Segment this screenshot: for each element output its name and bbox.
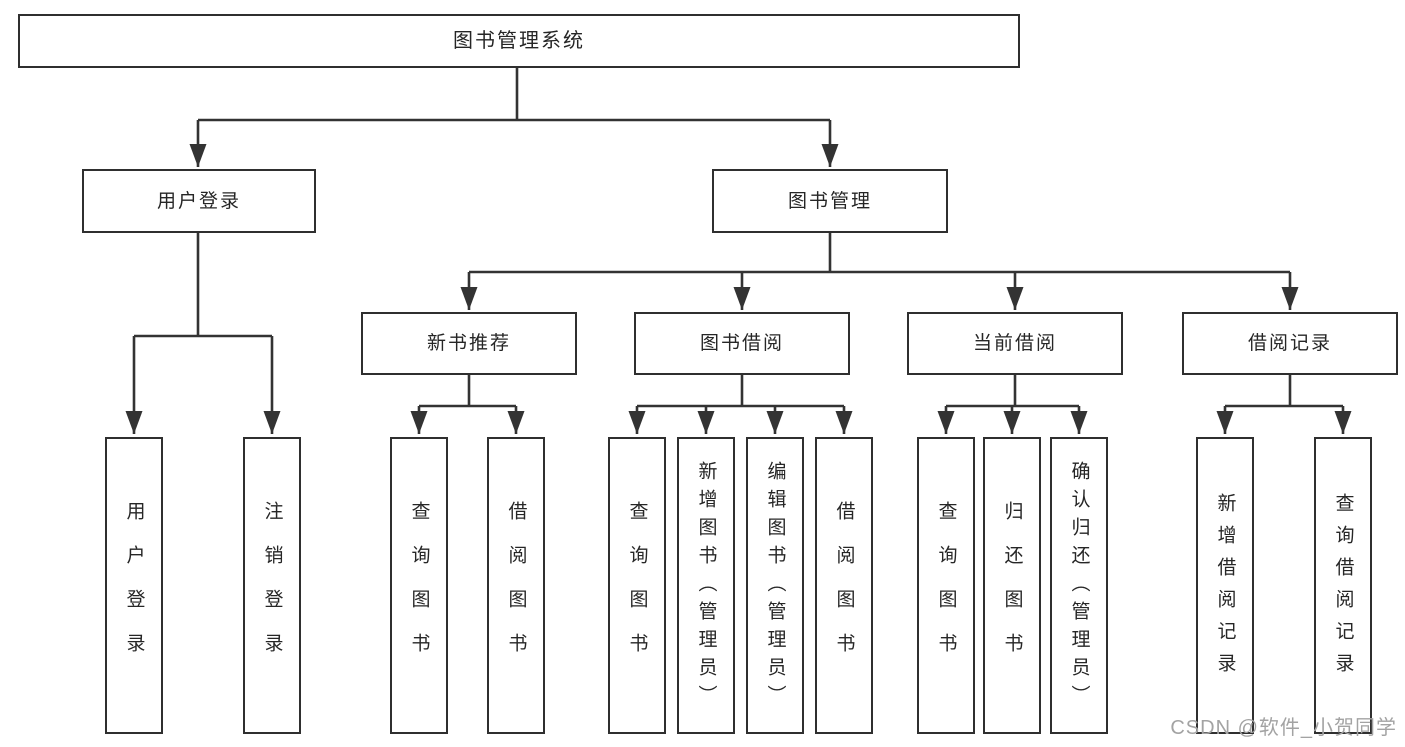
node-query-borrow-record: 查询借阅记录 xyxy=(1314,437,1372,734)
node-library-system: 图书管理系统 xyxy=(18,14,1020,68)
node-borrowing-records: 借阅记录 xyxy=(1182,312,1398,375)
node-user-login-action: 用户登录 xyxy=(105,437,163,734)
node-new-book-recommendation: 新书推荐 xyxy=(361,312,577,375)
node-confirm-return-admin: 确认归还（管理员） xyxy=(1050,437,1108,734)
watermark-text: CSDN @软件_小贺同学 xyxy=(1170,717,1397,739)
node-edit-books-admin: 编辑图书（管理员） xyxy=(746,437,804,734)
node-query-books-current: 查询图书 xyxy=(917,437,975,734)
node-borrow-books-borrowing: 借阅图书 xyxy=(815,437,873,734)
node-query-books-recommend: 查询图书 xyxy=(390,437,448,734)
node-return-books: 归还图书 xyxy=(983,437,1041,734)
node-add-books-admin: 新增图书（管理员） xyxy=(677,437,735,734)
node-current-borrowing: 当前借阅 xyxy=(907,312,1123,375)
node-logout-action: 注销登录 xyxy=(243,437,301,734)
node-query-books-borrowing: 查询图书 xyxy=(608,437,666,734)
node-borrow-books-recommend: 借阅图书 xyxy=(487,437,545,734)
node-user-login: 用户登录 xyxy=(82,169,316,233)
node-book-borrowing: 图书借阅 xyxy=(634,312,850,375)
node-book-management: 图书管理 xyxy=(712,169,948,233)
node-add-borrow-record: 新增借阅记录 xyxy=(1196,437,1254,734)
